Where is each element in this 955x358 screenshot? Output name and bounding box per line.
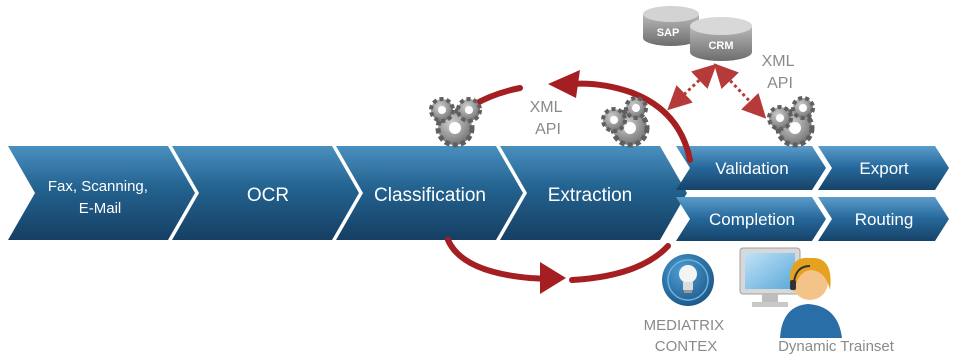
step-label-extraction: Extraction <box>548 185 632 206</box>
step-label-completion: Completion <box>709 210 795 229</box>
chevron-validation <box>676 146 826 190</box>
cycle-arc-top-right <box>569 80 693 163</box>
cycle-arc-bottom-right <box>569 243 671 283</box>
step-label-fax-line1: Fax, Scanning, <box>48 178 148 195</box>
step-label-export: Export <box>859 159 908 178</box>
trainset-label: Dynamic Trainset <box>778 338 895 355</box>
database-icon-sap: SAP <box>643 6 699 46</box>
cycle-arrowhead-top <box>548 70 580 98</box>
xml-api-left-line2: API <box>535 121 561 138</box>
step-label-routing: Routing <box>855 210 914 229</box>
operator-headset-icon <box>780 257 842 338</box>
cycle-arc-bottom <box>445 237 551 282</box>
svg-text:XML API: XML API <box>530 99 567 138</box>
step-label-classification: Classification <box>374 185 486 206</box>
connector-db-to-validation <box>713 63 767 119</box>
svg-text:XML API: XML API <box>762 53 799 92</box>
svg-text:MEDIATRIX CONTEX: MEDIATRIX CONTEX <box>644 317 729 355</box>
mediatrix-line1: MEDIATRIX <box>644 317 725 334</box>
computer-icon <box>739 247 801 307</box>
step-label-validation: Validation <box>715 159 788 178</box>
step-label-fax-line2: E-Mail <box>79 200 122 217</box>
gear-cluster-icon <box>601 96 650 148</box>
mediatrix-line2: CONTEX <box>655 338 718 355</box>
xml-api-right-line2: API <box>767 75 793 92</box>
step-label-ocr: OCR <box>247 185 289 206</box>
chevron-routing <box>818 197 949 241</box>
chevron-classification <box>336 146 523 240</box>
database-icon-crm: CRM <box>690 17 752 61</box>
db-label-sap: SAP <box>657 27 680 39</box>
xml-api-right-line1: XML <box>762 53 795 70</box>
chevron-extraction <box>500 146 687 240</box>
xml-api-left-line1: XML <box>530 99 563 116</box>
chevron-ocr <box>172 146 359 240</box>
gear-cluster-icon <box>429 97 482 148</box>
chevron-completion <box>676 197 826 241</box>
db-label-crm: CRM <box>708 40 733 52</box>
connector-db-to-extraction <box>667 63 717 111</box>
cycle-arrowhead-bottom <box>540 262 566 294</box>
lightbulb-icon <box>662 254 714 306</box>
chevron-fax-scanning-email <box>8 146 195 240</box>
svg-text:Fax, Scanning, E-Mail: Fax, Scanning, E-Mail <box>48 178 152 217</box>
chevron-export <box>818 146 949 190</box>
gear-cluster-icon <box>767 96 815 148</box>
